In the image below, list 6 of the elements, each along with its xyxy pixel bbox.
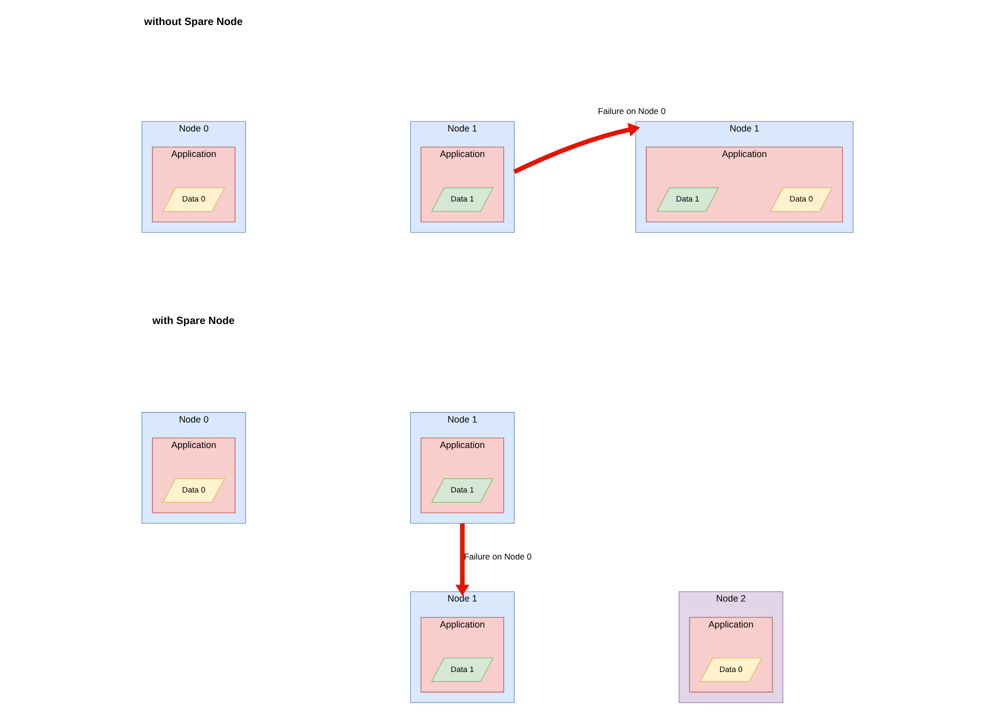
arrow — [513, 122, 640, 174]
label: with Spare Node — [152, 315, 235, 328]
arrow — [455, 523, 470, 596]
edge-label: Failure on Node 0 — [598, 106, 666, 116]
edge-label: Failure on Node 0 — [464, 552, 532, 562]
label: without Spare Node — [144, 16, 243, 28]
